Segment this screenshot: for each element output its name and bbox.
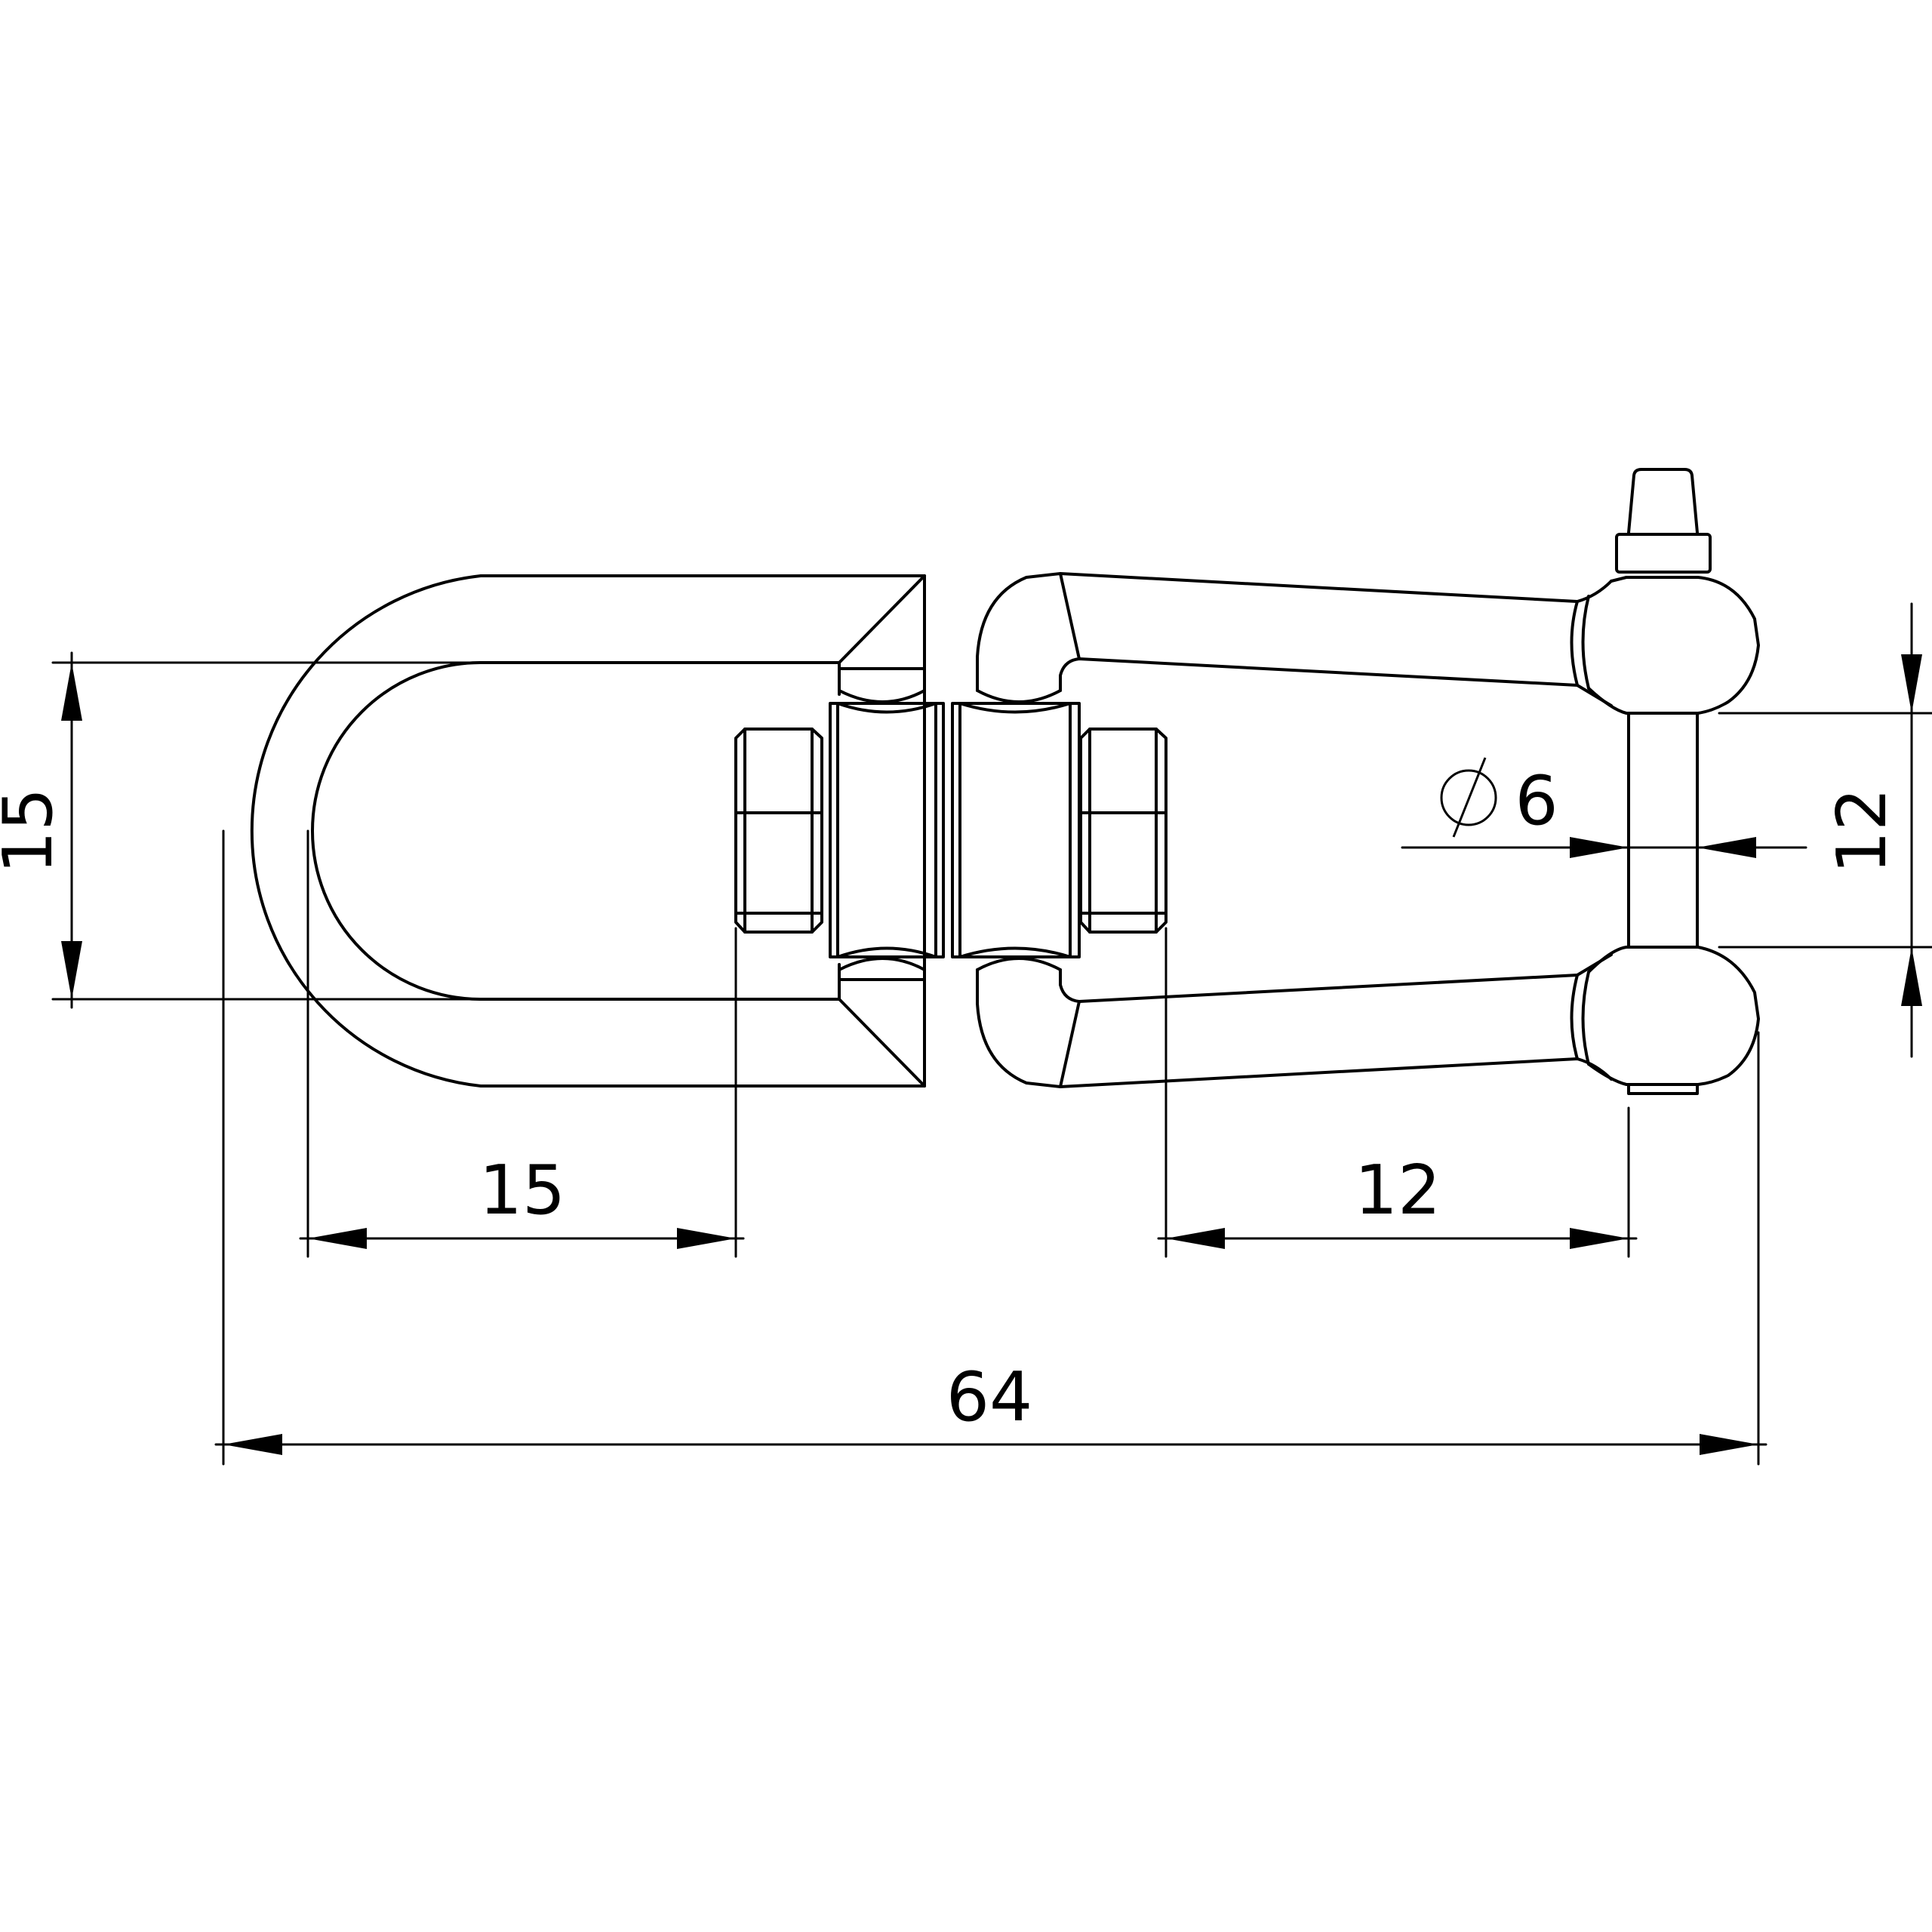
left-barrel xyxy=(829,702,945,958)
dim-jaw-inner-length: 12 xyxy=(1157,927,1638,1258)
right-barrel-saddle-bottom xyxy=(958,946,1072,958)
eye-bevel-top xyxy=(838,574,926,664)
arrowhead xyxy=(308,1228,367,1249)
dim-jaw-opening: 12 xyxy=(1718,602,1932,1058)
arrowhead xyxy=(1901,654,1922,713)
arrowhead xyxy=(1166,1228,1225,1249)
dim-eye-inner-width: 15 xyxy=(299,829,745,1258)
eye-bevel-bottom xyxy=(838,998,926,1088)
dim-label-jaw-opening: 12 xyxy=(1823,788,1902,875)
left-barrel-saddle-top xyxy=(836,702,937,714)
jaw-lower-arm xyxy=(976,968,1613,1088)
right-barrel-saddle-top xyxy=(958,702,1072,714)
left-nut xyxy=(734,728,823,934)
diameter-symbol-icon xyxy=(1440,757,1497,838)
eye-outer-contour xyxy=(250,574,926,1088)
arrowhead xyxy=(1700,1434,1758,1455)
right-nut-outline xyxy=(1079,728,1168,934)
jaw-upper-arm xyxy=(976,572,1613,692)
swivel-eye xyxy=(250,574,926,1088)
jaw-fillet xyxy=(1581,971,1590,1066)
pin-shank xyxy=(1627,712,1699,949)
arrowhead xyxy=(1697,837,1756,858)
left-neck-bottom xyxy=(838,957,926,971)
right-neck-top xyxy=(976,689,1062,703)
dim-label-pin-diameter: 6 xyxy=(1515,761,1558,841)
right-neck-bottom xyxy=(976,957,1062,971)
dim-label-jaw-inner-length: 12 xyxy=(1355,1151,1441,1230)
upper-lug xyxy=(1587,576,1760,715)
jaw-lower-chamfer xyxy=(1059,1000,1081,1088)
right-barrel xyxy=(951,702,1081,958)
lower-lug xyxy=(1587,946,1760,1086)
dim-label-overall-length: 64 xyxy=(946,1358,1033,1437)
left-nut-outline xyxy=(734,728,823,934)
arrowhead xyxy=(223,1434,282,1455)
pin-head xyxy=(1627,468,1699,534)
arrowhead xyxy=(1570,837,1629,858)
left-barrel-saddle-bottom xyxy=(836,946,937,958)
arrowhead xyxy=(61,941,82,999)
jaw-fillet xyxy=(1570,974,1579,1060)
dim-pin-diameter: 6 xyxy=(1401,757,1807,858)
swivel-body xyxy=(829,689,1081,971)
dim-label-eye-depth: 15 xyxy=(0,788,68,875)
pin-collar xyxy=(1615,533,1712,574)
dim-eye-depth: 15 xyxy=(0,651,482,1009)
arrowhead xyxy=(61,663,82,721)
eye-inner-contour xyxy=(311,661,841,1001)
dim-label-eye-inner-width: 15 xyxy=(479,1151,566,1230)
arrowhead xyxy=(677,1228,736,1249)
pin-tail xyxy=(1627,1083,1699,1095)
left-neck-top xyxy=(838,689,926,703)
jaw-upper-arm-inner xyxy=(1059,657,1613,707)
arrowhead xyxy=(1901,947,1922,1006)
jaw-fillet xyxy=(1570,600,1579,687)
jaw-upper-chamfer xyxy=(1059,572,1081,660)
jaw-fillet xyxy=(1581,595,1590,690)
dim-overall-length: 64 xyxy=(214,829,1767,1466)
jaw-lower-arm-inner xyxy=(1059,953,1613,1003)
right-nut xyxy=(1079,728,1168,934)
shackle-pin-assembly xyxy=(1587,468,1760,1095)
arrowhead xyxy=(1570,1228,1629,1249)
